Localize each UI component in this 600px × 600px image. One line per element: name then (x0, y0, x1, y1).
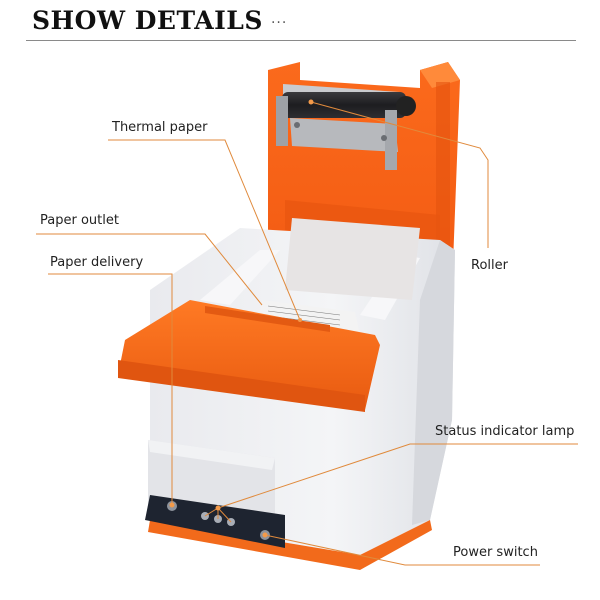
section-title: SHOW DETAILS ··· (32, 6, 287, 35)
label-status-indicator-lamp: Status indicator lamp (435, 424, 575, 439)
section-title-text: SHOW DETAILS (32, 6, 263, 35)
leader-line-paper-delivery (48, 273, 173, 505)
printer-front-cover (118, 300, 380, 412)
leader-line-status-lamp-1 (204, 507, 219, 517)
paper-roll (258, 218, 420, 335)
leader-dots (169, 99, 314, 538)
label-thermal-paper: Thermal paper (112, 120, 208, 135)
roller-assembly (276, 84, 416, 170)
section-header: SHOW DETAILS ··· (26, 4, 576, 41)
leader-line-power-switch (264, 534, 540, 566)
label-paper-outlet: Paper outlet (40, 213, 119, 228)
leader-line-status-lamp (217, 443, 578, 509)
label-roller: Roller (471, 258, 508, 273)
leader-lines (36, 101, 578, 566)
leader-line-paper-outlet (36, 233, 263, 306)
label-paper-delivery: Paper delivery (50, 255, 144, 270)
title-ellipsis: ··· (270, 14, 288, 31)
label-power-switch: Power switch (453, 545, 538, 560)
leader-line-status-lamp-3 (217, 507, 232, 523)
leader-line-roller (310, 101, 489, 248)
leader-line-thermal-paper (108, 139, 301, 321)
